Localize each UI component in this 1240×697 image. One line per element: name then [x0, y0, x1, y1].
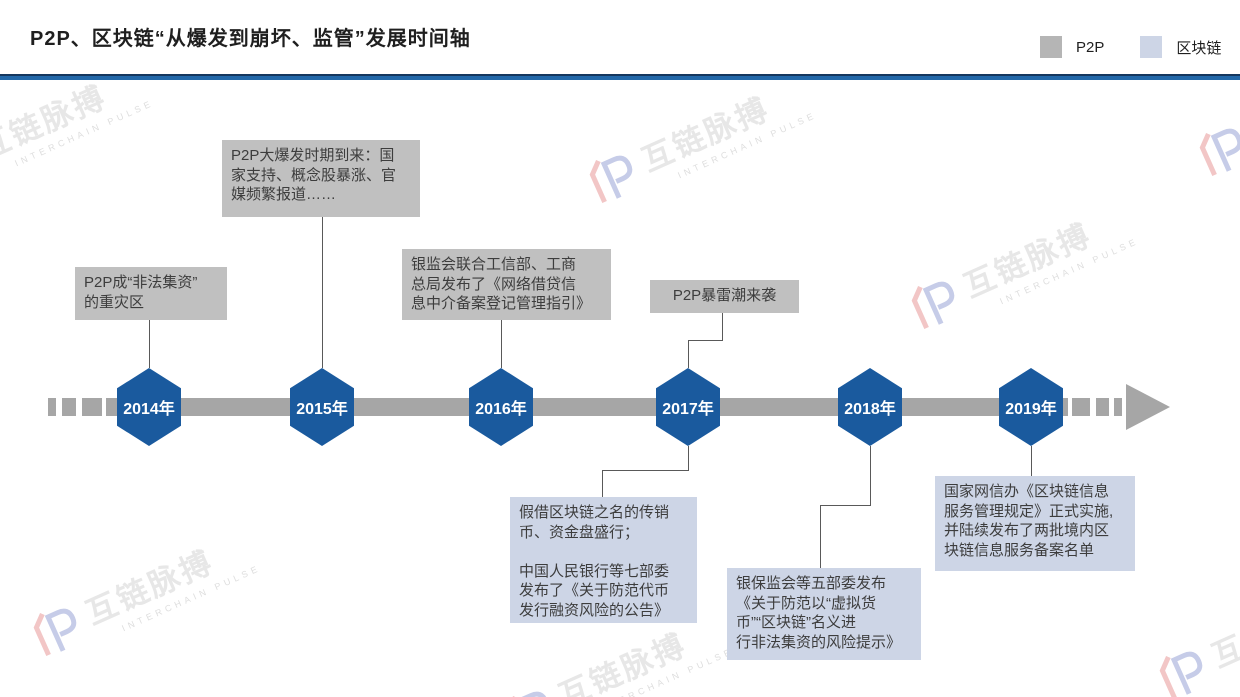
watermark: 互链脉搏 INTERCHAIN PULSE [1146, 562, 1240, 697]
connector-line-2014 [149, 319, 150, 368]
watermark: 互链脉搏 INTERCHAIN PULSE [576, 66, 818, 217]
watermark: 互链脉搏 INTERCHAIN PULSE [898, 192, 1140, 343]
interchain-pulse-logo-icon [576, 141, 649, 217]
watermark-text: 互链脉搏 INTERCHAIN PULSE [633, 67, 819, 191]
interchain-pulse-logo-icon [493, 677, 566, 697]
event-2017-p2p-box: P2P暴雷潮来袭 [650, 280, 799, 313]
timeline-node-2018: 2018年 [838, 368, 902, 446]
connector-line-2019 [1031, 446, 1032, 476]
interchain-pulse-logo-icon [1146, 637, 1219, 697]
connector-line-2017-top-h [688, 340, 723, 341]
watermark-cn: 互链脉搏 [80, 543, 220, 632]
timeline-bar [106, 398, 1068, 416]
interchain-pulse-logo-icon [1186, 114, 1240, 190]
legend-blockchain-swatch [1140, 36, 1163, 58]
connector-line-2016 [501, 319, 502, 368]
watermark-en: INTERCHAIN PULSE [593, 645, 736, 697]
timeline-node-2019: 2019年 [999, 368, 1063, 446]
event-2016-p2p-box: 银监会联合工信部、工商 总局发布了《网络借贷信 息中介备案登记管理指引》 [402, 249, 611, 320]
watermark-en: INTERCHAIN PULSE [13, 97, 156, 169]
watermark-cn: 互链脉搏 [636, 90, 776, 179]
connector-line-2018-v2 [820, 505, 821, 568]
title-divider [0, 74, 1240, 80]
connector-line-2017-top-v2 [688, 340, 689, 368]
legend-p2p-swatch [1040, 36, 1062, 58]
watermark-en: INTERCHAIN PULSE [120, 562, 263, 634]
watermark: 互链脉搏 INTERCHAIN PULSE [20, 519, 262, 670]
watermark-text: 互链脉搏 INTERCHAIN PULSE [1203, 563, 1240, 687]
timeline-node-2016: 2016年 [469, 368, 533, 446]
timeline-dash [1114, 398, 1122, 416]
watermark-en: INTERCHAIN PULSE [676, 109, 819, 181]
watermark-cn: 互链脉搏 [958, 216, 1098, 305]
connector-line-2015 [322, 216, 323, 368]
watermark: 互链脉搏 INTERCHAIN PULSE [1186, 39, 1240, 190]
watermark-text: 互链脉搏 INTERCHAIN PULSE [955, 193, 1141, 317]
timeline-node-2017: 2017年 [656, 368, 720, 446]
legend-p2p-label: P2P [1076, 38, 1105, 56]
connector-line-2017-bottom-h [602, 470, 689, 471]
event-2019-blockchain-box: 国家网信办《区块链信息 服务管理规定》正式实施, 并陆续发布了两批境内区 块链信… [935, 476, 1135, 571]
watermark-cn: 互链脉搏 [0, 78, 113, 167]
connector-line-2017-bottom-v1 [688, 446, 689, 470]
interchain-pulse-logo-icon [898, 267, 971, 343]
interchain-pulse-logo-icon [20, 594, 93, 670]
watermark-en: INTERCHAIN PULSE [998, 235, 1141, 307]
event-2018-blockchain-box: 银保监会等五部委发布 《关于防范以“虚拟货 币”“区块链”名义进 行非法集资的风… [727, 568, 921, 660]
timeline-arrow-icon [1126, 384, 1170, 430]
legend: P2P 区块链 [1040, 36, 1221, 58]
event-2014-p2p-box: P2P成“非法集资” 的重灾区 [75, 267, 227, 320]
watermark-text: 互链脉搏 INTERCHAIN PULSE [77, 520, 263, 644]
connector-line-2017-top-v1 [722, 313, 723, 340]
legend-blockchain-label: 区块链 [1176, 39, 1222, 57]
connector-line-2017-bottom-v2 [602, 470, 603, 497]
timeline-dash [82, 398, 102, 416]
connector-line-2018-v1 [870, 446, 871, 505]
event-2015-p2p-box: P2P大爆发时期到来：国 家支持、概念股暴涨、官 媒频繁报道…… [222, 140, 420, 217]
page-title: P2P、区块链“从爆发到崩坏、监管”发展时间轴 [30, 28, 471, 50]
timeline-node-2014: 2014年 [117, 368, 181, 446]
event-2017-blockchain-box: 假借区块链之名的传销 币、资金盘盛行； 中国人民银行等七部委 发布了《关于防范代… [510, 497, 697, 623]
connector-line-2018-h [820, 505, 871, 506]
timeline-dash [62, 398, 76, 416]
timeline-dash [48, 398, 56, 416]
timeline-dash [1096, 398, 1109, 416]
timeline-node-2015: 2015年 [290, 368, 354, 446]
watermark-cn: 互链脉搏 [1206, 586, 1240, 675]
timeline-dash [1072, 398, 1090, 416]
